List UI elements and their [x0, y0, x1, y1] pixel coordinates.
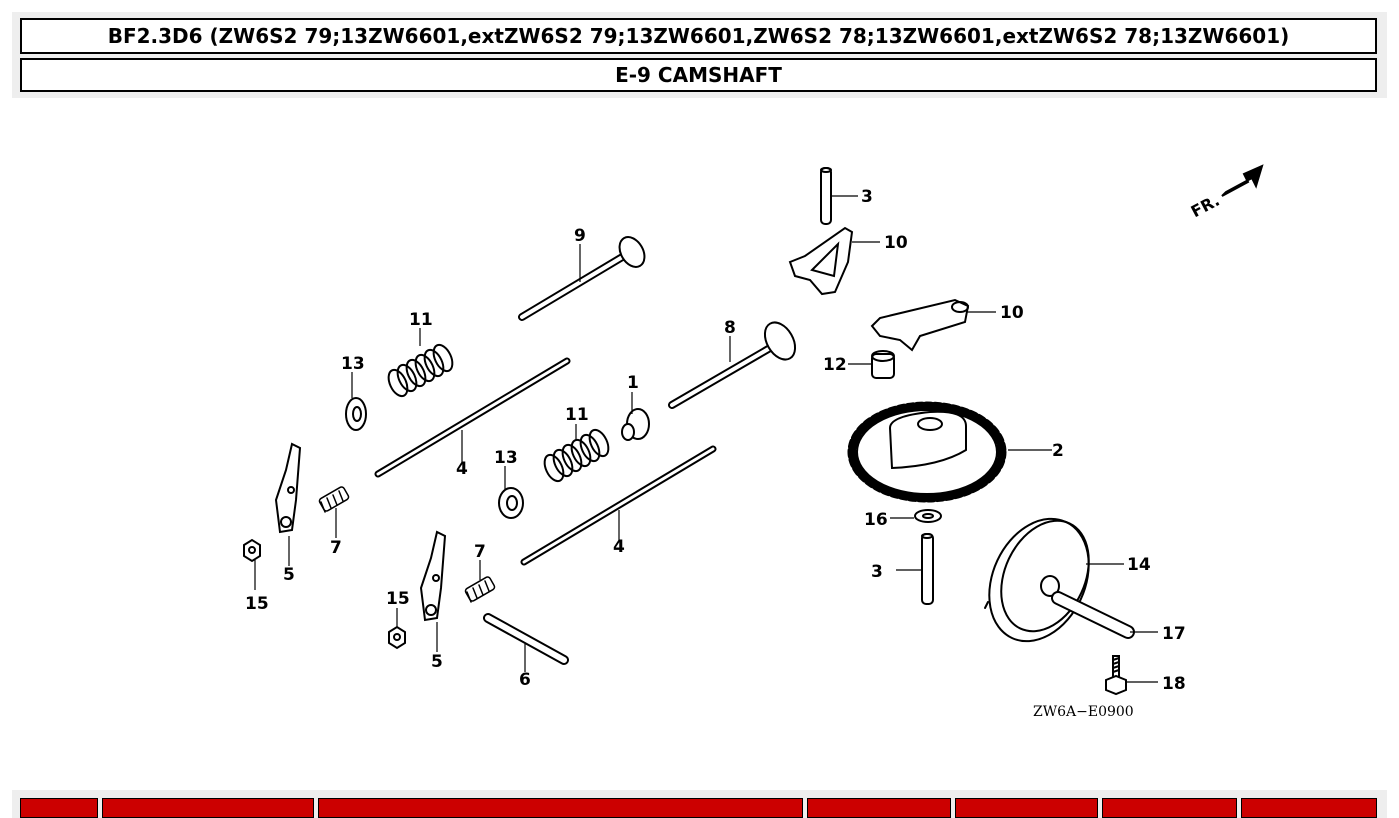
pulley-disc [984, 517, 1090, 643]
valve-spring-lower [543, 428, 610, 483]
push-rod-lower [520, 445, 717, 566]
callout-13-upper: 13 [341, 354, 365, 374]
callout-1: 1 [627, 373, 639, 393]
drawing-code: ZW6A−E0900 [1033, 704, 1134, 720]
callout-4-lower: 4 [613, 537, 625, 557]
table-header-cell [1241, 798, 1377, 818]
pulley-shaft [1051, 591, 1135, 639]
cam-follower-upper [788, 226, 854, 296]
thrust-washer [914, 509, 942, 523]
intake-valve [668, 321, 797, 409]
valve-spring-upper [387, 343, 454, 398]
exhaust-valve [518, 236, 646, 321]
table-header-cell [20, 798, 98, 818]
callout-18: 18 [1162, 674, 1186, 694]
callout-3-lower: 3 [871, 562, 883, 582]
callout-15-lower: 15 [386, 589, 410, 609]
callout-5-upper: 5 [283, 565, 295, 585]
header-frame: BF2.3D6 (ZW6S2 79;13ZW6601,extZW6S2 79;1… [12, 12, 1387, 98]
push-rod-upper [374, 357, 571, 478]
table-header-cell [1102, 798, 1237, 818]
rocker-shaft [483, 613, 569, 665]
callout-7-lower: 7 [474, 542, 486, 562]
lock-nut-upper [243, 538, 261, 563]
adjusting-screw-upper [318, 486, 350, 513]
callout-9: 9 [574, 226, 586, 246]
callout-16: 16 [864, 510, 888, 530]
leader-lines [254, 195, 1158, 683]
front-marker: FR. [1188, 191, 1223, 222]
callout-17: 17 [1162, 624, 1186, 644]
callout-6: 6 [519, 670, 531, 690]
callout-7-upper: 7 [330, 538, 342, 558]
section-title: E-9 CAMSHAFT [20, 58, 1377, 92]
parts-table-header [12, 790, 1387, 818]
flange-bolt [1105, 655, 1127, 696]
callout-11-lower: 11 [565, 405, 589, 425]
cam-gear [847, 401, 1007, 503]
model-title: BF2.3D6 (ZW6S2 79;13ZW6601,extZW6S2 79;1… [20, 18, 1377, 54]
callout-10-lower: 10 [1000, 303, 1024, 323]
callout-2: 2 [1052, 441, 1064, 461]
camshaft-pin-upper [820, 167, 832, 225]
callout-4-upper: 4 [456, 459, 468, 479]
callout-15-upper: 15 [245, 594, 269, 614]
lock-nut-lower [388, 625, 406, 650]
callout-14: 14 [1127, 555, 1151, 575]
callout-8: 8 [724, 318, 736, 338]
parts-diagram: 1 2 3 3 4 4 5 5 6 7 7 8 9 10 10 11 11 12… [243, 164, 1264, 720]
adjusting-screw-lower [464, 576, 496, 603]
table-header-cell [318, 798, 803, 818]
callout-3-upper: 3 [861, 187, 873, 207]
valve-cap [621, 408, 650, 441]
callout-5-lower: 5 [431, 652, 443, 672]
camshaft-pin-lower [921, 533, 934, 605]
spring-retainer-lower [498, 487, 524, 519]
callout-11-upper: 11 [409, 310, 433, 330]
callout-10-upper: 10 [884, 233, 908, 253]
callout-12: 12 [823, 355, 847, 375]
table-header-cell [955, 798, 1098, 818]
callout-13-lower: 13 [494, 448, 518, 468]
rocker-arm-upper [274, 442, 302, 534]
rocker-arm-lower [419, 530, 447, 622]
table-header-cell [102, 798, 314, 818]
cam-follower-lower [870, 298, 970, 352]
front-arrow-icon [1221, 164, 1264, 197]
camshaft-collar [871, 350, 895, 379]
spring-retainer-upper [345, 397, 367, 431]
table-header-cell [807, 798, 951, 818]
